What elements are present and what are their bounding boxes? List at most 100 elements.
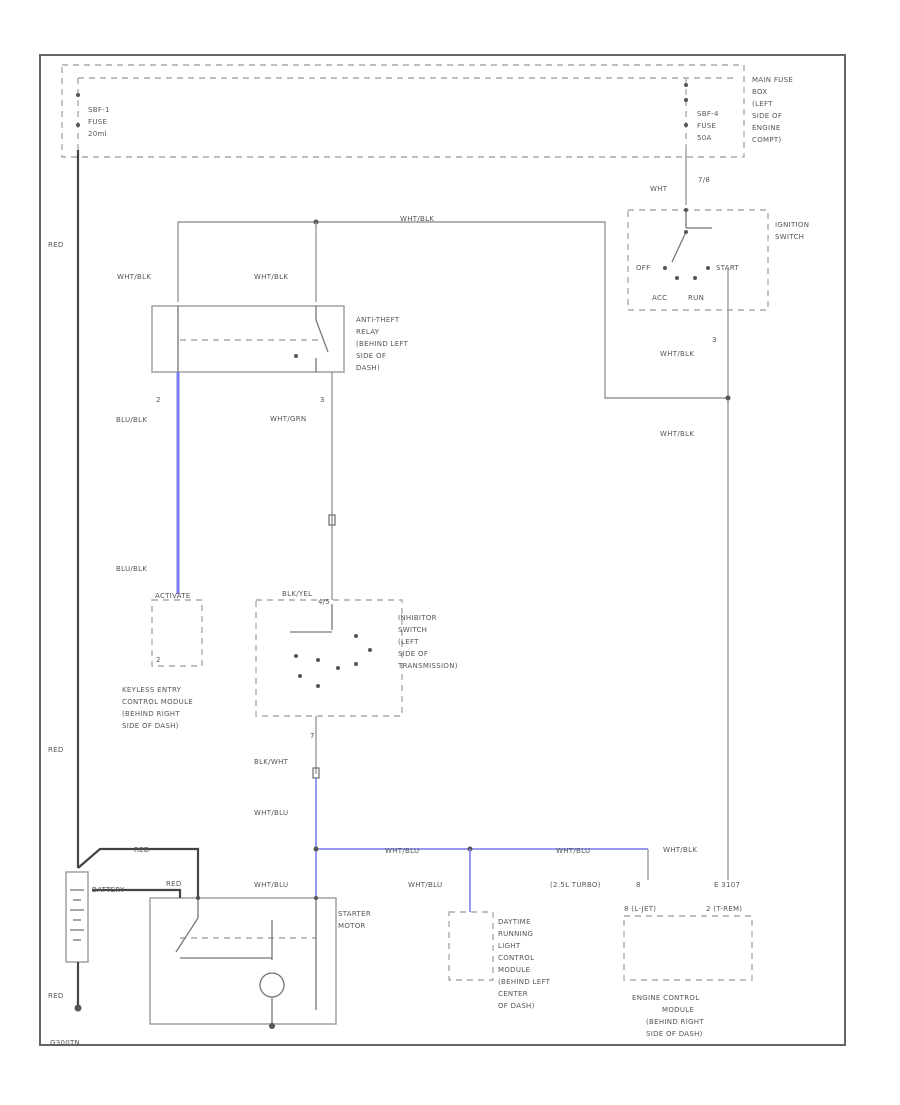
svg-text:(BEHIND LEFT: (BEHIND LEFT — [356, 340, 409, 348]
right-fuse-label-3: 50A — [697, 134, 712, 142]
keyless-entry-module-outline — [151, 599, 203, 667]
left-fuse-label-1: SBF-1 — [88, 106, 110, 114]
battery-outline — [65, 871, 89, 963]
svg-text:SIDE OF: SIDE OF — [356, 352, 386, 360]
svg-text:SIDE OF: SIDE OF — [752, 112, 782, 120]
svg-text:SIDE OF DASH): SIDE OF DASH) — [122, 722, 179, 730]
svg-text:DASH): DASH) — [356, 364, 380, 372]
ignition-switch-label-1: IGNITION — [775, 221, 809, 229]
main-fuse-box-outline — [61, 64, 745, 158]
ignition-pos-off: OFF — [636, 264, 650, 272]
wire-label-wht-grn: WHT/GRN — [270, 415, 306, 423]
anti-theft-relay-label: ANTI-THEFT RELAY (BEHIND LEFT SIDE OF DA… — [356, 316, 409, 372]
ecm-outline — [623, 915, 753, 981]
inhibitor-switch-label: INHIBITOR SWITCH (LEFT SIDE OF TRANSMISS… — [397, 614, 458, 670]
ignition-switch-icon — [663, 208, 712, 280]
svg-text:CONTROL MODULE: CONTROL MODULE — [122, 698, 193, 706]
svg-text:DAYTIME: DAYTIME — [498, 918, 531, 926]
starter-motor-label-1: STARTER — [338, 910, 371, 918]
relay-pin-right: 3 — [320, 396, 325, 404]
battery-label: BATTERY — [92, 886, 125, 894]
wht-blk-top-bus — [177, 221, 728, 399]
inhibitor-switch-icon — [290, 604, 372, 688]
svg-text:MAIN FUSE: MAIN FUSE — [752, 76, 793, 84]
diagram-id-footer: G300TN — [50, 1039, 80, 1047]
ecm-top-right: E 3107 — [714, 881, 740, 889]
anti-theft-relay-outline — [151, 305, 345, 373]
anti-theft-relay-icon — [177, 306, 329, 372]
svg-text:KEYLESS ENTRY: KEYLESS ENTRY — [122, 686, 182, 694]
svg-text:(BEHIND RIGHT: (BEHIND RIGHT — [646, 1018, 704, 1026]
svg-text:SIDE OF: SIDE OF — [398, 650, 428, 658]
svg-text:TRANSMISSION): TRANSMISSION) — [397, 662, 458, 670]
svg-text:RUNNING: RUNNING — [498, 930, 533, 938]
keyless-top-label: ACTIVATE — [155, 592, 191, 600]
wire-label-wht-blu-drl: WHT/BLU — [408, 881, 442, 889]
svg-text:COMPT): COMPT) — [752, 136, 781, 144]
wire-label-wht-blk-ign: WHT/BLK — [660, 350, 694, 358]
keyless-pin: 2 — [156, 656, 161, 664]
drl-module-label: DAYTIME RUNNING LIGHT CONTROL MODULE (BE… — [498, 918, 550, 1010]
drl-module-outline — [448, 911, 494, 981]
right-fuse-icon — [684, 83, 688, 127]
svg-text:(LEFT: (LEFT — [398, 638, 419, 646]
ignition-pin-bottom: 3 — [712, 336, 717, 344]
ecm-turbo-pin: 8 — [636, 881, 641, 889]
right-fuse-label-2: FUSE — [697, 122, 716, 130]
ignition-terminal-label: 7/8 — [698, 176, 710, 184]
svg-text:(BEHIND RIGHT: (BEHIND RIGHT — [122, 710, 180, 718]
ignition-switch-outline — [627, 209, 769, 311]
wire-label-blu-blk-bot: BLU/BLK — [116, 565, 147, 573]
svg-text:MODULE: MODULE — [662, 1006, 694, 1014]
left-fuse-label-2: FUSE — [88, 118, 107, 126]
wire-label-red-bot: RED — [48, 992, 64, 1000]
wire-label-wht-blk-left: WHT/BLK — [117, 273, 151, 281]
wire-label-red-top: RED — [48, 241, 64, 249]
wire-label-wht-blk-right: WHT/BLK — [660, 430, 694, 438]
ignition-pos-run: RUN — [688, 294, 704, 302]
svg-text:(LEFT: (LEFT — [752, 100, 773, 108]
inhibitor-switch-outline — [255, 599, 403, 717]
inhibitor-pin-bottom: 7 — [310, 732, 315, 740]
main-fuse-box-label: MAIN FUSE BOX (LEFT SIDE OF ENGINE COMPT… — [752, 76, 793, 144]
wire-label-wht-blk-ecm: WHT/BLK — [663, 846, 697, 854]
svg-text:SWITCH: SWITCH — [398, 626, 427, 634]
ecm-pin-left: 8 (L-JET) — [624, 905, 656, 913]
battery-icon — [70, 889, 84, 941]
svg-text:OF DASH): OF DASH) — [498, 1002, 535, 1010]
wire-label-blk-wht: BLK/WHT — [254, 758, 289, 766]
starter-motor-icon — [175, 896, 318, 1029]
starter-motor-outline — [149, 897, 337, 1025]
right-fuse-label-1: SBF-4 — [697, 110, 719, 118]
wire-label-wht-blk-top: WHT/BLK — [400, 215, 434, 223]
svg-text:INHIBITOR: INHIBITOR — [398, 614, 437, 622]
wire-label-blk-yel: BLK/YEL — [282, 590, 312, 598]
svg-text:BOX: BOX — [752, 88, 767, 96]
red-battery-to-starter — [77, 847, 200, 898]
wire-label-wht-blu-h2: WHT/BLU — [556, 847, 590, 855]
ecm-pin-right: 2 (T-REM) — [706, 905, 742, 913]
relay-pin-left: 2 — [156, 396, 161, 404]
svg-text:ENGINE: ENGINE — [752, 124, 781, 132]
starter-motor-label-2: MOTOR — [338, 922, 366, 930]
inhibitor-pin-top: 4/5 — [318, 598, 330, 606]
wire-label-wht-blu-starter: WHT/BLU — [254, 881, 288, 889]
ignition-switch-label-2: SWITCH — [775, 233, 804, 241]
svg-text:RELAY: RELAY — [356, 328, 380, 336]
svg-text:CONTROL: CONTROL — [498, 954, 534, 962]
svg-text:SIDE OF DASH): SIDE OF DASH) — [646, 1030, 703, 1038]
diagram-frame — [39, 54, 846, 1046]
svg-text:ANTI-THEFT: ANTI-THEFT — [356, 316, 400, 324]
wire-label-wht-blu-mid: WHT/BLU — [254, 809, 288, 817]
svg-text:CENTER: CENTER — [498, 990, 528, 998]
ignition-pos-acc: ACC — [652, 294, 667, 302]
svg-text:ENGINE CONTROL: ENGINE CONTROL — [632, 994, 699, 1002]
wire-label-wht-blu-h1: WHT/BLU — [385, 847, 419, 855]
ecm-label: ENGINE CONTROL MODULE (BEHIND RIGHT SIDE… — [632, 994, 704, 1038]
wire-label-wht-blk-relay: WHT/BLK — [254, 273, 288, 281]
wire-label-wht-top: WHT — [650, 185, 668, 193]
keyless-entry-module-label: KEYLESS ENTRY CONTROL MODULE (BEHIND RIG… — [122, 686, 193, 730]
left-fuse-label-3: 20ml — [88, 130, 107, 138]
